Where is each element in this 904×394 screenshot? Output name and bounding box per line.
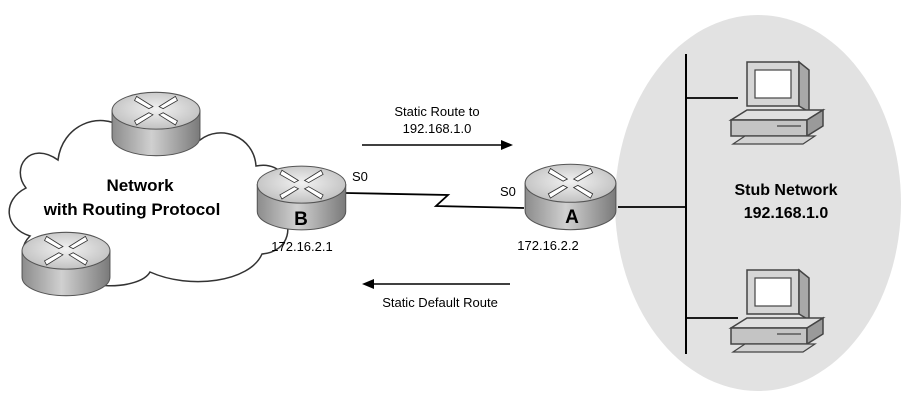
router-b-letter: B <box>294 209 308 230</box>
stub-label-line1: Stub Network <box>734 182 837 199</box>
cloud-router-bottom-icon <box>21 231 111 297</box>
cloud-router-top-icon <box>111 91 201 157</box>
static-route-label-line1: Static Route to <box>394 104 479 119</box>
serial-link <box>345 192 525 209</box>
router-b-ip: 172.16.2.1 <box>271 239 332 254</box>
router-a-interface: S0 <box>500 184 516 199</box>
router-a-letter: A <box>565 207 579 228</box>
cloud-label-line2: with Routing Protocol <box>43 200 221 219</box>
static-route-arrowhead <box>501 140 513 150</box>
static-route-label-line2: 192.168.1.0 <box>403 121 472 136</box>
router-a-ip: 172.16.2.2 <box>517 238 578 253</box>
default-route-label: Static Default Route <box>382 295 498 310</box>
router-b-interface: S0 <box>352 169 368 184</box>
default-route-arrowhead <box>362 279 374 289</box>
stub-label-line2: 192.168.1.0 <box>744 205 829 222</box>
cloud-label-line1: Network <box>106 176 174 195</box>
